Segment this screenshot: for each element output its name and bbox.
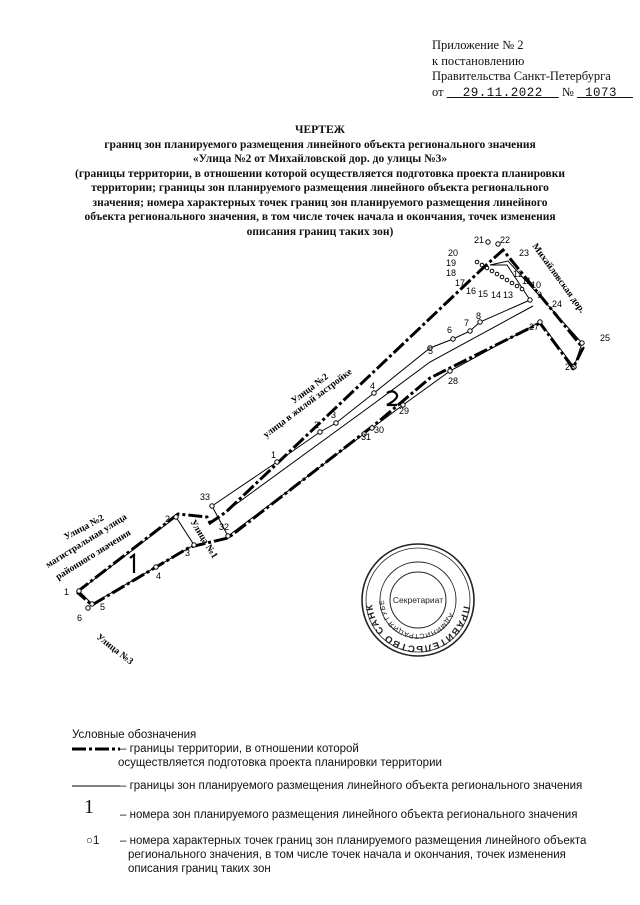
characteristic-points bbox=[76, 239, 585, 611]
point-label: 29 bbox=[399, 406, 409, 416]
appendix-decree: к постановлению bbox=[432, 53, 525, 68]
point-label: 27 bbox=[529, 322, 539, 332]
decree-number: 1073 bbox=[584, 85, 617, 100]
title-line-6: объекта регионального значения, в том чи… bbox=[84, 211, 556, 223]
point-label: 11 bbox=[522, 276, 531, 286]
point-label: 9 bbox=[537, 290, 542, 300]
svg-text:АДМИНИСТРАЦИЯ ГУБЕРНАТОРА: АДМИНИСТРАЦИЯ ГУБЕРНАТОРА bbox=[0, 0, 454, 639]
appendix-government: Правительства Санкт-Петербурга bbox=[432, 69, 611, 83]
point-label: 18 bbox=[446, 268, 456, 278]
point-label: 19 bbox=[446, 258, 456, 268]
appendix-date-line: от 29.11.2022 № 1073 bbox=[432, 85, 633, 102]
point-number-symbol: ○1 bbox=[86, 835, 100, 847]
street-labels: Улица №2 улица в жилой застройке Улица №… bbox=[44, 241, 587, 667]
point-label: 7 bbox=[464, 318, 469, 328]
point-label: 23 bbox=[519, 248, 529, 258]
point-label: 2 bbox=[165, 514, 170, 524]
zone2-boundary bbox=[211, 260, 583, 537]
stamp-inner-text: АДМИНИСТРАЦИЯ ГУБЕРНАТОРА bbox=[0, 0, 454, 639]
stamp-center-text: Секретариат bbox=[393, 595, 443, 605]
point-label: 3 bbox=[331, 410, 336, 420]
street3-name: Улица №3 bbox=[94, 632, 135, 667]
legend-item-zone-boundary: – границы зон планируемого размещения ли… bbox=[120, 780, 583, 792]
point-label: 13 bbox=[503, 290, 513, 300]
point-label: 5 bbox=[100, 602, 105, 612]
point-label: 17 bbox=[455, 278, 465, 288]
point-label: 25 bbox=[600, 333, 610, 343]
zone1-point-labels: 1 2 3 4 5 6 bbox=[64, 514, 190, 623]
point-label: 28 bbox=[448, 376, 458, 386]
point-label: 3 bbox=[185, 548, 190, 558]
title-line-7: описания границ таких зон) bbox=[246, 225, 394, 238]
point-label: 6 bbox=[447, 325, 452, 335]
territory-boundary-symbol bbox=[72, 747, 120, 751]
legend-heading: Условные обозначения bbox=[72, 729, 197, 741]
point-label: 33 bbox=[200, 492, 210, 502]
point-label: 26 bbox=[565, 362, 575, 372]
title-line-5: значения; номера характерных точек грани… bbox=[92, 196, 548, 209]
point-label: 22 bbox=[500, 235, 510, 245]
zone-number-symbol: 1 bbox=[84, 796, 94, 818]
from-label: от bbox=[432, 84, 444, 99]
point-label: 1 bbox=[64, 587, 69, 597]
point-label: 16 bbox=[466, 286, 476, 296]
appendix-header: Приложение № 2 к постановлению Правитель… bbox=[432, 38, 633, 101]
point-label: 6 bbox=[77, 613, 82, 623]
legend-item-zone-number: – номера зон планируемого размещения лин… bbox=[120, 809, 578, 821]
point-label: 4 bbox=[156, 571, 161, 581]
title-line-2: «Улица №2 от Михайловской дор. до улицы … bbox=[192, 153, 448, 165]
number-label: № bbox=[561, 84, 574, 99]
legend: Условные обозначения – границы территори… bbox=[72, 728, 592, 878]
point-label: 2 bbox=[314, 420, 319, 430]
drawing-heading: ЧЕРТЕЖ bbox=[295, 124, 345, 136]
point-label: 32 bbox=[219, 522, 229, 532]
official-stamp: ПРАВИТЕЛЬСТВО САНКТ-ПЕТЕРБУРГА АДМИНИСТР… bbox=[0, 0, 475, 657]
zone2-point-labels: 1 2 3 4 5 6 7 8 9 10 11 12 13 14 15 16 1… bbox=[200, 235, 610, 532]
point-label: 31 bbox=[361, 432, 371, 442]
point-label: 8 bbox=[476, 311, 481, 321]
appendix-number: Приложение № 2 bbox=[432, 38, 524, 52]
title-line-4: территории; границы зон планируемого раз… bbox=[91, 182, 549, 194]
point-label: 21 bbox=[474, 235, 484, 245]
point-label: 10 bbox=[531, 280, 541, 290]
zone1-number-mark bbox=[129, 552, 136, 573]
title-line-3: (границы территории, в отношении которой… bbox=[75, 167, 565, 180]
point-label: 12 bbox=[513, 269, 523, 279]
boundary-drawing: 1 2 3 4 5 6 7 8 9 10 11 12 13 14 15 16 1… bbox=[0, 0, 610, 667]
point-label: 15 bbox=[478, 289, 488, 299]
zone2-number-mark bbox=[386, 390, 399, 407]
legend-item-point-numbers: – номера характерных точек границ зон пл… bbox=[120, 835, 587, 875]
zone-boundaries bbox=[76, 247, 585, 607]
point-label: 24 bbox=[552, 299, 562, 309]
decree-date: 29.11.2022 bbox=[462, 85, 543, 100]
street1-name: Улица №1 bbox=[187, 518, 219, 560]
zone2-inner-line bbox=[227, 305, 534, 511]
territory-boundary bbox=[76, 247, 585, 607]
point-label: 14 bbox=[491, 290, 501, 300]
point-label: 1 bbox=[271, 450, 276, 460]
zone-boundary-symbol bbox=[72, 785, 120, 787]
legend-item-territory: – границы территории, в отношении которо… bbox=[118, 743, 442, 769]
point-label: 20 bbox=[448, 248, 458, 258]
point-label: 30 bbox=[374, 425, 384, 435]
point-label: 5 bbox=[428, 346, 433, 356]
point-label: 4 bbox=[370, 381, 375, 391]
title-block: ЧЕРТЕЖ границ зон планируемого размещени… bbox=[40, 123, 600, 239]
title-line-1: границ зон планируемого размещения линей… bbox=[104, 138, 536, 151]
